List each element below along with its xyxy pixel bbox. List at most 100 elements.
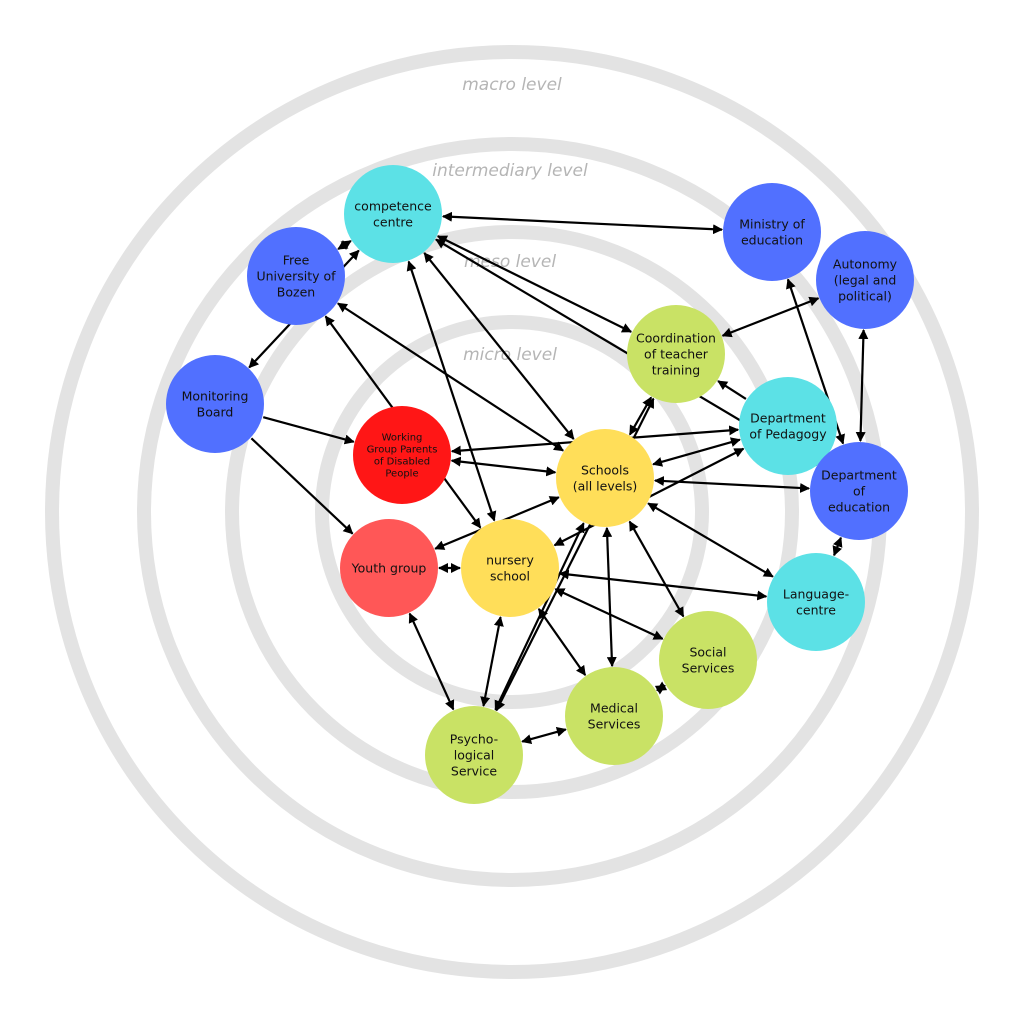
edge-monitoring-to-youth (250, 437, 354, 535)
node-dept-education-circle (810, 442, 908, 540)
node-ministry-circle (723, 183, 821, 281)
node-social-label-line: Social (689, 645, 726, 660)
node-dept-pedagogy-label-line: of Pedagogy (749, 427, 827, 442)
node-working-group-label-line: of Disabled (374, 457, 430, 468)
node-youth-circle (340, 519, 438, 617)
edge-nursery-to-medical (537, 608, 587, 676)
edge-medical-to-social (654, 681, 668, 695)
node-dept-pedagogy-label-line: Department (750, 411, 826, 426)
edge-coordination-to-schools (628, 396, 653, 436)
node-dept-education-label-line: of (853, 484, 866, 499)
edge-monitoring-to-working-group (262, 416, 355, 445)
label-macro-level: macro level (462, 75, 562, 95)
node-social-circle (659, 611, 757, 709)
node-autonomy-label-line: Autonomy (833, 257, 898, 272)
node-coordination-label-line: of teacher (644, 347, 709, 362)
node-free-uni-label-line: Bozen (277, 285, 315, 300)
node-language: Language-centre (767, 553, 865, 651)
edge-autonomy-to-coordination (721, 296, 820, 338)
edge-nursery-to-psych (480, 616, 504, 707)
node-free-uni-label-line: University of (256, 269, 336, 284)
edge-nursery-to-language (558, 569, 768, 601)
node-language-label: Language-centre (783, 587, 849, 618)
node-coordination-label-line: Coordination (636, 331, 716, 346)
node-psych-label-line: Psycho- (450, 732, 498, 747)
node-monitoring-label-line: Monitoring (182, 389, 249, 404)
node-competence-label-line: competence (354, 199, 432, 214)
node-dept-education-label-line: Department (821, 468, 897, 483)
node-coordination-circle (627, 305, 725, 403)
node-working-group-label-line: People (385, 469, 418, 480)
edge-psych-to-medical (521, 727, 567, 744)
node-nursery-circle (461, 519, 559, 617)
node-schools-label: Schools(all levels) (573, 463, 638, 494)
node-youth-label: Youth group (351, 561, 427, 576)
node-competence-label-line: centre (373, 215, 413, 230)
node-medical-label-line: Medical (590, 701, 638, 716)
edge-competence-to-free-uni (337, 240, 352, 250)
node-working-group-label-line: Group Parents (367, 445, 438, 456)
label-intermediary-level: intermediary level (432, 161, 588, 181)
edge-autonomy-to-dept-education (855, 328, 869, 443)
edge-working-group-to-schools (450, 456, 557, 477)
node-language-label-line: Language- (783, 587, 849, 602)
node-language-label-line: centre (796, 603, 836, 618)
node-coordination-label-line: training (652, 363, 700, 378)
node-free-uni-label-line: Free (283, 253, 310, 268)
node-nursery-label-line: school (490, 569, 530, 584)
node-schools-circle (556, 429, 654, 527)
node-social-label-line: Services (682, 661, 735, 676)
node-dept-pedagogy-circle (739, 377, 837, 475)
node-working-group-circle (353, 406, 451, 504)
node-medical-label-line: Services (588, 717, 641, 732)
node-autonomy-label-line: (legal and (834, 273, 897, 288)
node-working-group-label-line: Working (382, 433, 423, 444)
edge-schools-to-social (628, 520, 685, 618)
node-psych-circle (425, 706, 523, 804)
edge-competence-to-ministry (441, 211, 724, 235)
node-competence-circle (344, 165, 442, 263)
node-monitoring-label-line: Board (197, 405, 234, 420)
edge-youth-to-psych (408, 612, 455, 711)
node-nursery-label-line: nursery (486, 553, 534, 568)
edge-schools-to-language (647, 502, 774, 578)
node-ministry-label-line: education (741, 233, 803, 248)
node-schools-label-line: Schools (581, 463, 629, 478)
edge-schools-to-medical (602, 526, 617, 668)
node-youth: Youth group (340, 519, 438, 617)
node-ministry-label-line: Ministry of (739, 217, 805, 232)
edge-nursery-to-social (554, 588, 664, 640)
node-dept-education-label-line: education (828, 500, 890, 515)
node-youth-label-line: Youth group (351, 561, 427, 576)
node-autonomy-label-line: political) (838, 289, 892, 304)
ring-macro (45, 45, 979, 979)
node-free-uni-circle (247, 227, 345, 325)
node-language-circle (767, 553, 865, 651)
